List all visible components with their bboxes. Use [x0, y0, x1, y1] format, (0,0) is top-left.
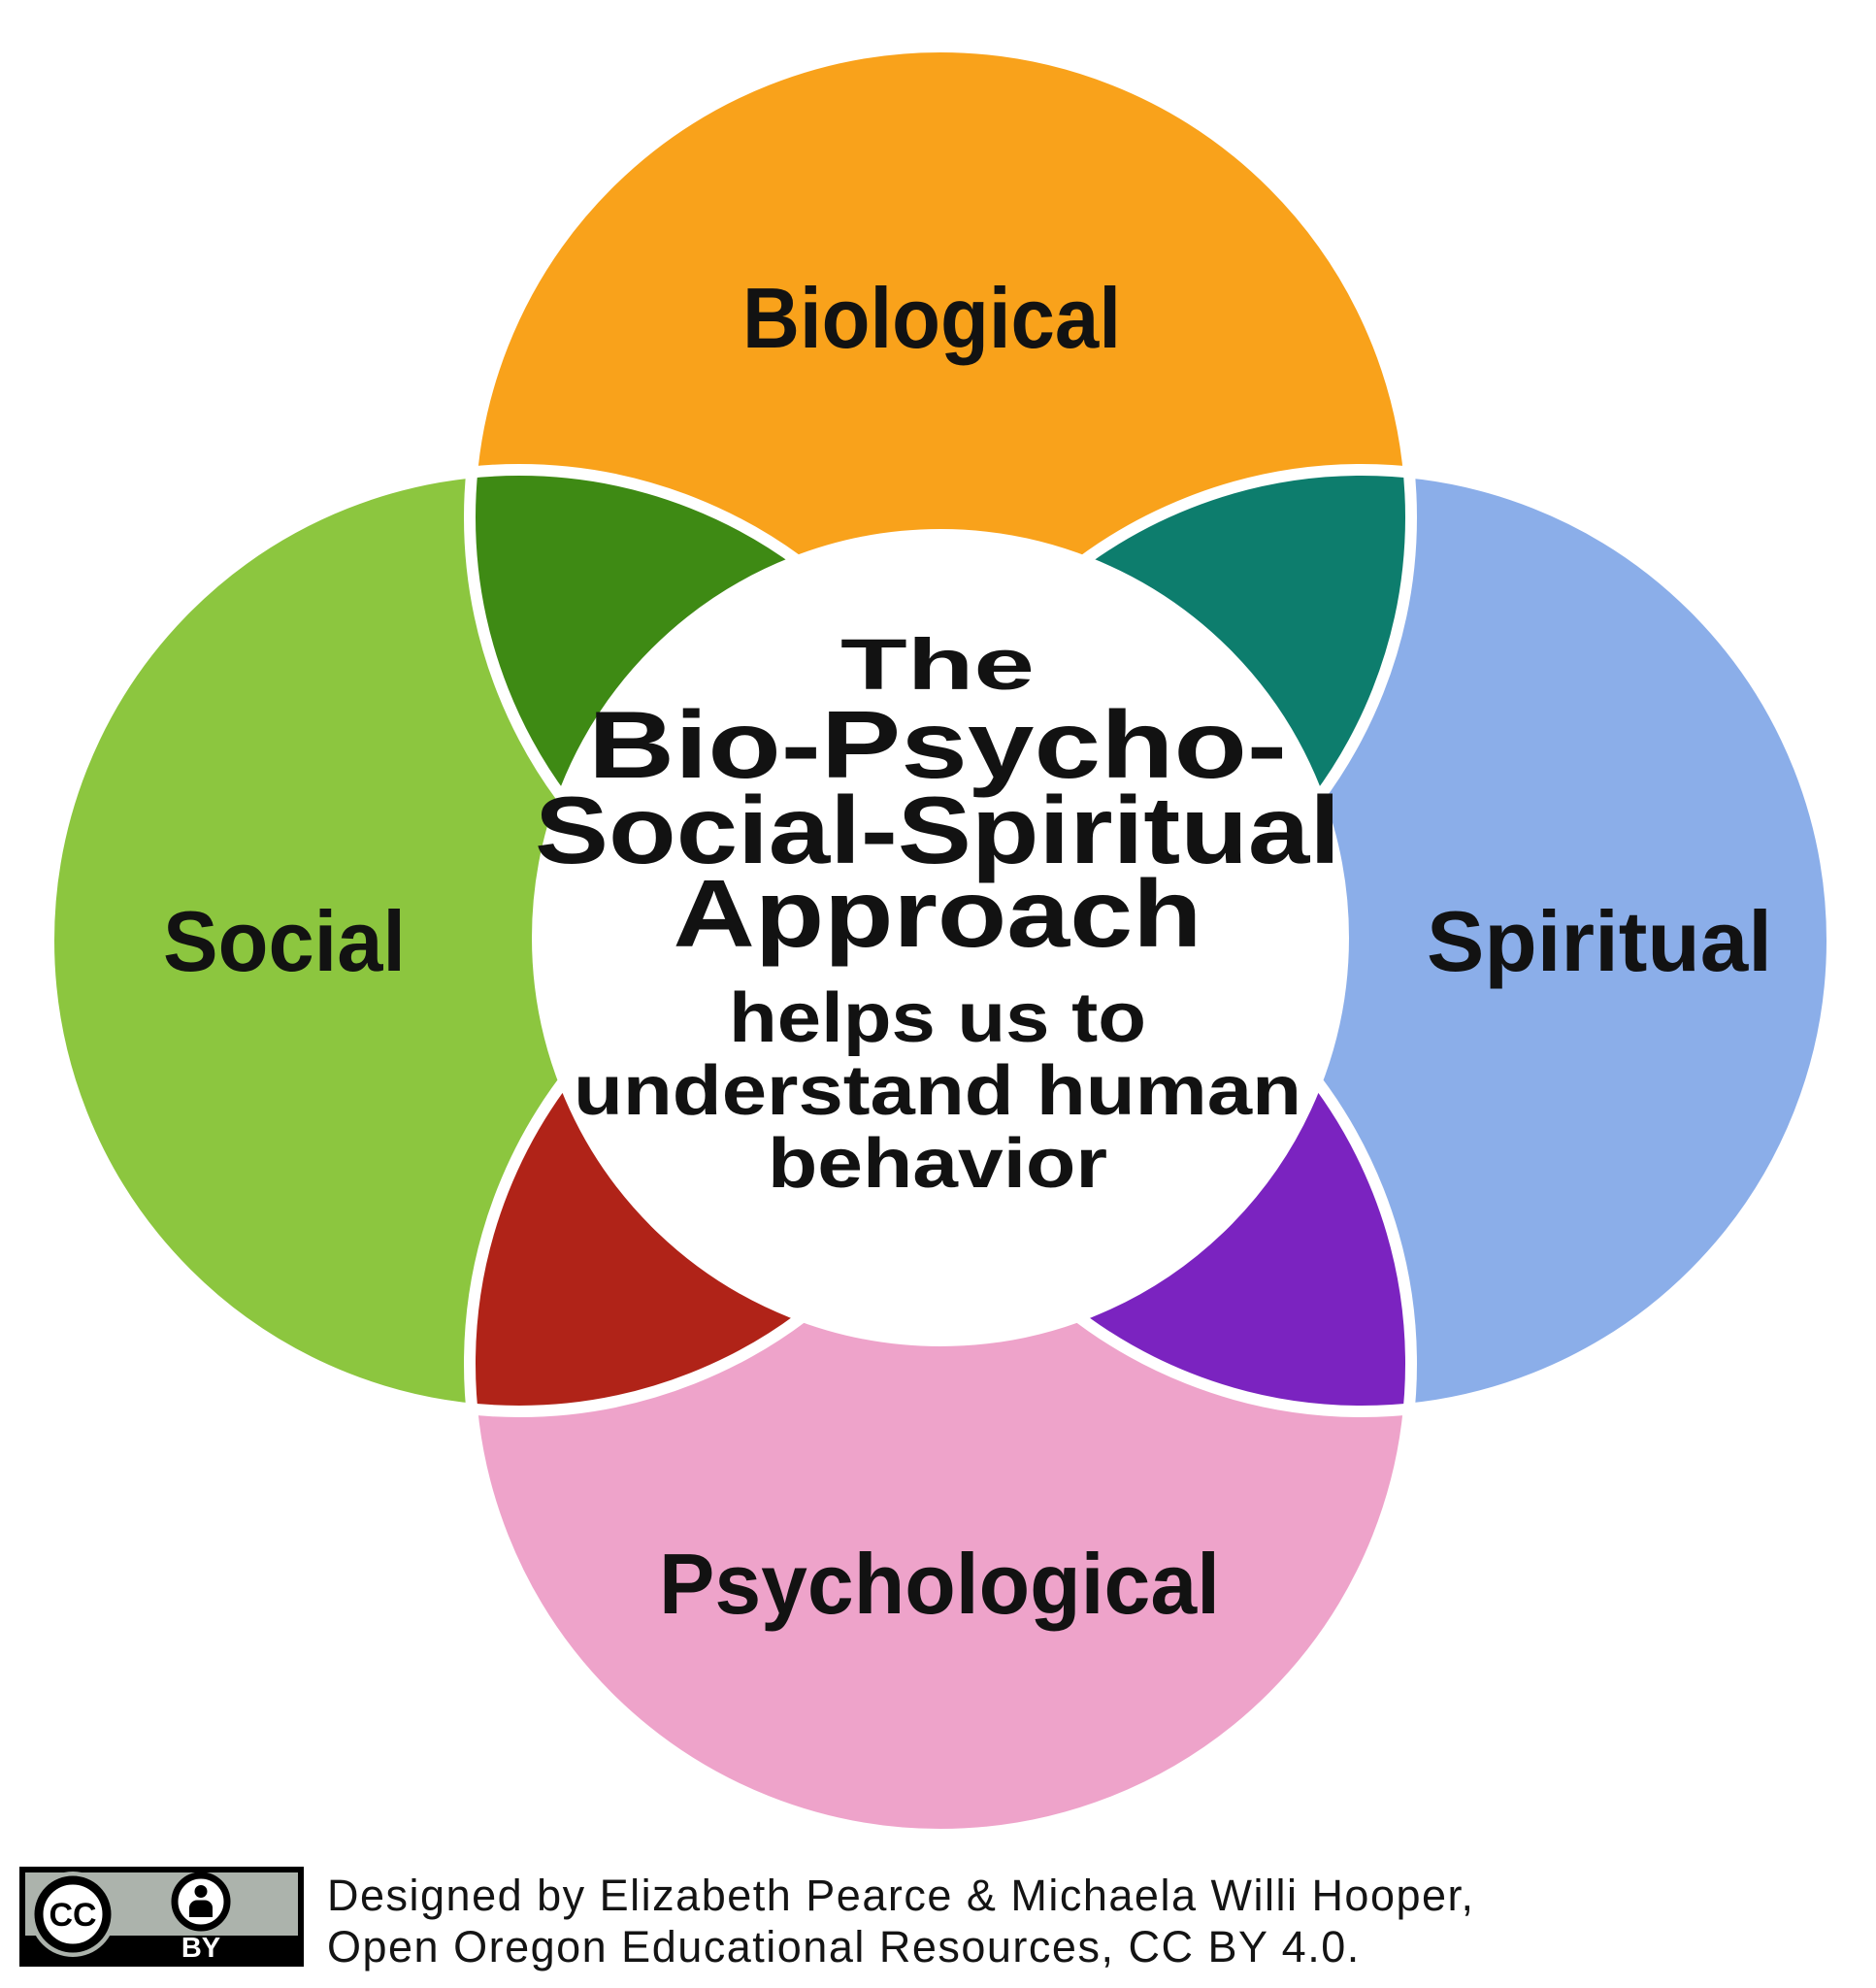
- psychological-label: Psychological: [659, 1536, 1220, 1632]
- center-text-line-1: The: [840, 624, 1035, 705]
- center-text-line-4: Approach: [674, 860, 1202, 967]
- attribution-line-2: Open Oregon Educational Resources, CC BY…: [327, 1922, 1361, 1971]
- center-text-line-3: Social-Spiritual: [535, 777, 1340, 883]
- person-head-icon: [194, 1885, 208, 1898]
- center-text-line-5: helps us to: [729, 979, 1146, 1057]
- biological-label: Biological: [742, 270, 1121, 366]
- person-body-icon: [189, 1900, 213, 1917]
- badge-by-text: BY: [181, 1933, 220, 1964]
- cc-by-badge: CC BY: [19, 1867, 304, 1967]
- cc-logo-text: CC: [49, 1897, 96, 1934]
- cc-logo-icon: [34, 1875, 112, 1953]
- center-circle: [532, 529, 1349, 1346]
- center-text-line-2: Bio-Psycho-: [588, 691, 1287, 798]
- attribution-line-1: Designed by Elizabeth Pearce & Michaela …: [327, 1871, 1475, 1920]
- center-text-line-7: behavior: [768, 1125, 1107, 1203]
- social-label: Social: [163, 893, 406, 989]
- attribution-text: Designed by Elizabeth Pearce & Michaela …: [327, 1870, 1475, 1972]
- spiritual-label: Spiritual: [1427, 893, 1772, 989]
- center-text-line-6: understand human: [574, 1052, 1301, 1130]
